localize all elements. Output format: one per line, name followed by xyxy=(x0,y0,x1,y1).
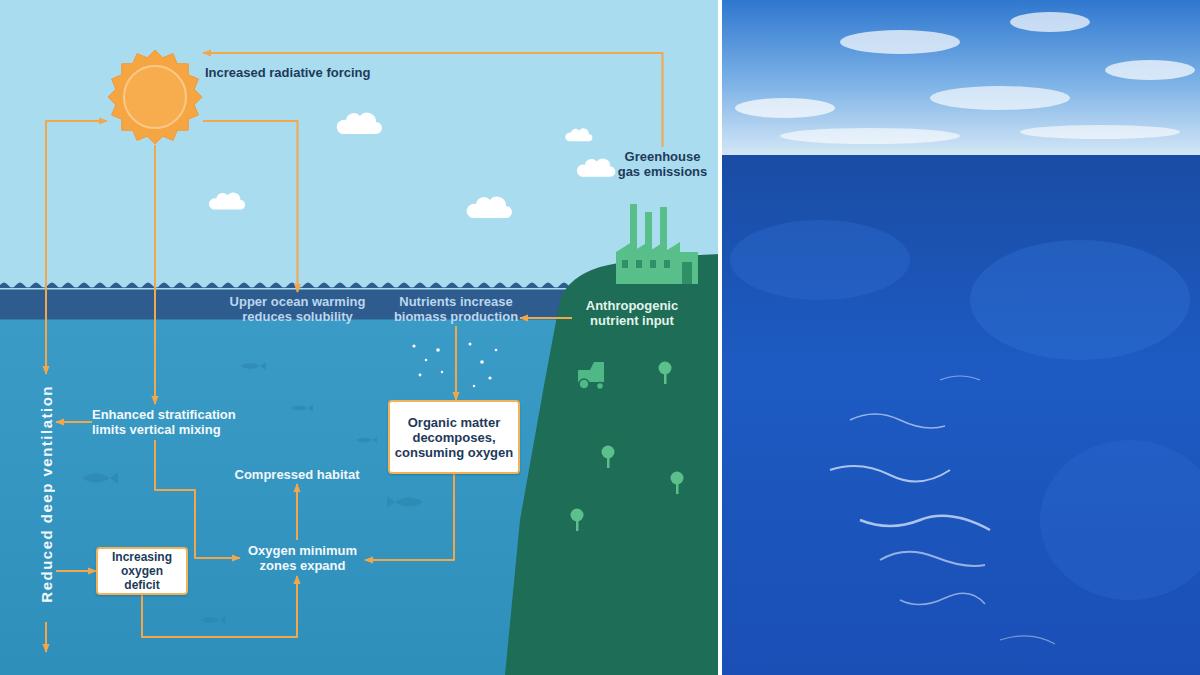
connector-arrow xyxy=(203,53,663,147)
sea-highlight xyxy=(970,240,1190,360)
tractor-wheel xyxy=(597,383,604,390)
foam xyxy=(940,376,980,380)
cloud xyxy=(209,193,245,210)
photo-cloud xyxy=(1020,125,1180,139)
photo-cloud xyxy=(780,128,960,144)
effect-label: Compressed habitat xyxy=(232,464,362,484)
sky xyxy=(0,0,720,300)
sun-shape xyxy=(107,49,203,145)
sea-highlight xyxy=(1040,440,1200,600)
foam xyxy=(860,516,990,530)
tractor-wheel xyxy=(579,379,589,389)
factory-window xyxy=(650,260,656,268)
foam xyxy=(1000,636,1055,644)
cloud xyxy=(467,197,512,218)
connector-arrow xyxy=(296,484,298,540)
particle xyxy=(425,359,428,362)
process-box: Organic matter decomposes, consuming oxy… xyxy=(388,400,520,474)
connector-arrow xyxy=(154,145,156,404)
particle xyxy=(436,348,440,352)
effect-label: Oxygen minimum zones expand xyxy=(240,540,365,576)
photo-cloud xyxy=(840,30,960,54)
process-label: Upper ocean warming reduces solubility xyxy=(225,292,370,326)
factory-window xyxy=(636,260,642,268)
particle xyxy=(419,374,422,377)
particle xyxy=(473,385,475,387)
diagram-stage: Increased radiative forcingGreenhouse ga… xyxy=(0,0,720,675)
tree-crown xyxy=(571,509,584,522)
sun-rays xyxy=(108,50,202,144)
tree-crown xyxy=(671,472,684,485)
photo-cloud xyxy=(930,86,1070,110)
fish xyxy=(82,472,118,484)
smoke-puff xyxy=(565,128,592,141)
node-label: Increased radiative forcing xyxy=(205,65,370,80)
node-label: Reduced deep ventilation xyxy=(39,385,54,603)
sea-highlight xyxy=(730,220,910,300)
foam xyxy=(880,552,985,566)
smoke-puff xyxy=(577,159,615,177)
fish xyxy=(387,496,423,508)
panel-divider xyxy=(718,0,722,675)
process-label: Enhanced stratification limits vertical … xyxy=(92,404,252,440)
fish xyxy=(356,437,377,443)
connector-arrow xyxy=(56,570,96,572)
particle xyxy=(469,343,472,346)
node-label: Organic matter decomposes, consuming oxy… xyxy=(394,415,514,460)
connector-arrow xyxy=(46,121,107,374)
particle xyxy=(488,376,491,379)
connector-arrow xyxy=(203,121,298,292)
foam xyxy=(830,466,950,481)
ventilation-arrow xyxy=(45,622,47,652)
cause-label: Anthropogenic nutrient input xyxy=(572,296,692,330)
particle xyxy=(495,349,498,352)
node-label: Greenhouse gas emissions xyxy=(615,149,710,179)
fish xyxy=(200,616,226,624)
connector-arrow xyxy=(520,317,572,319)
sun-node: Increased radiative forcing xyxy=(107,49,203,145)
photo-cloud xyxy=(1010,12,1090,32)
factory-window xyxy=(664,260,670,268)
fish xyxy=(240,362,266,370)
particle xyxy=(480,360,484,364)
sun-disc xyxy=(124,66,186,128)
node-label: Compressed habitat xyxy=(235,467,360,482)
node-label: Enhanced stratification limits vertical … xyxy=(92,407,252,437)
photo-cloud xyxy=(1105,60,1195,80)
node-label: Increasing oxygen deficit xyxy=(102,550,182,592)
node-label: Nutrients increase biomass production xyxy=(392,294,520,324)
foam xyxy=(900,593,985,604)
particle xyxy=(441,371,443,373)
land xyxy=(505,254,720,675)
connector-arrow xyxy=(155,440,240,558)
cause-label: Greenhouse gas emissions xyxy=(615,147,710,181)
foam xyxy=(850,414,945,428)
fish xyxy=(290,404,313,412)
node-label: Anthropogenic nutrient input xyxy=(572,298,692,328)
connector-arrow xyxy=(365,474,454,560)
process-box: Increasing oxygen deficit xyxy=(96,547,188,595)
node-label: Upper ocean warming reduces solubility xyxy=(225,294,370,324)
tree-crown xyxy=(602,446,615,459)
factory-window xyxy=(622,260,628,268)
node-label: Oxygen minimum zones expand xyxy=(240,543,365,573)
tree-crown xyxy=(659,362,672,375)
photo-cloud xyxy=(735,98,835,118)
cloud xyxy=(337,113,382,134)
factory-building xyxy=(616,242,698,284)
connector-arrow xyxy=(56,421,92,423)
wave-line xyxy=(0,282,600,290)
factory-door xyxy=(682,262,692,284)
vertical-label: Reduced deep ventilation xyxy=(36,374,56,614)
photo-sky xyxy=(720,0,1200,160)
particle xyxy=(412,344,415,347)
process-label: Nutrients increase biomass production xyxy=(392,292,520,326)
connector-arrow xyxy=(455,326,457,400)
